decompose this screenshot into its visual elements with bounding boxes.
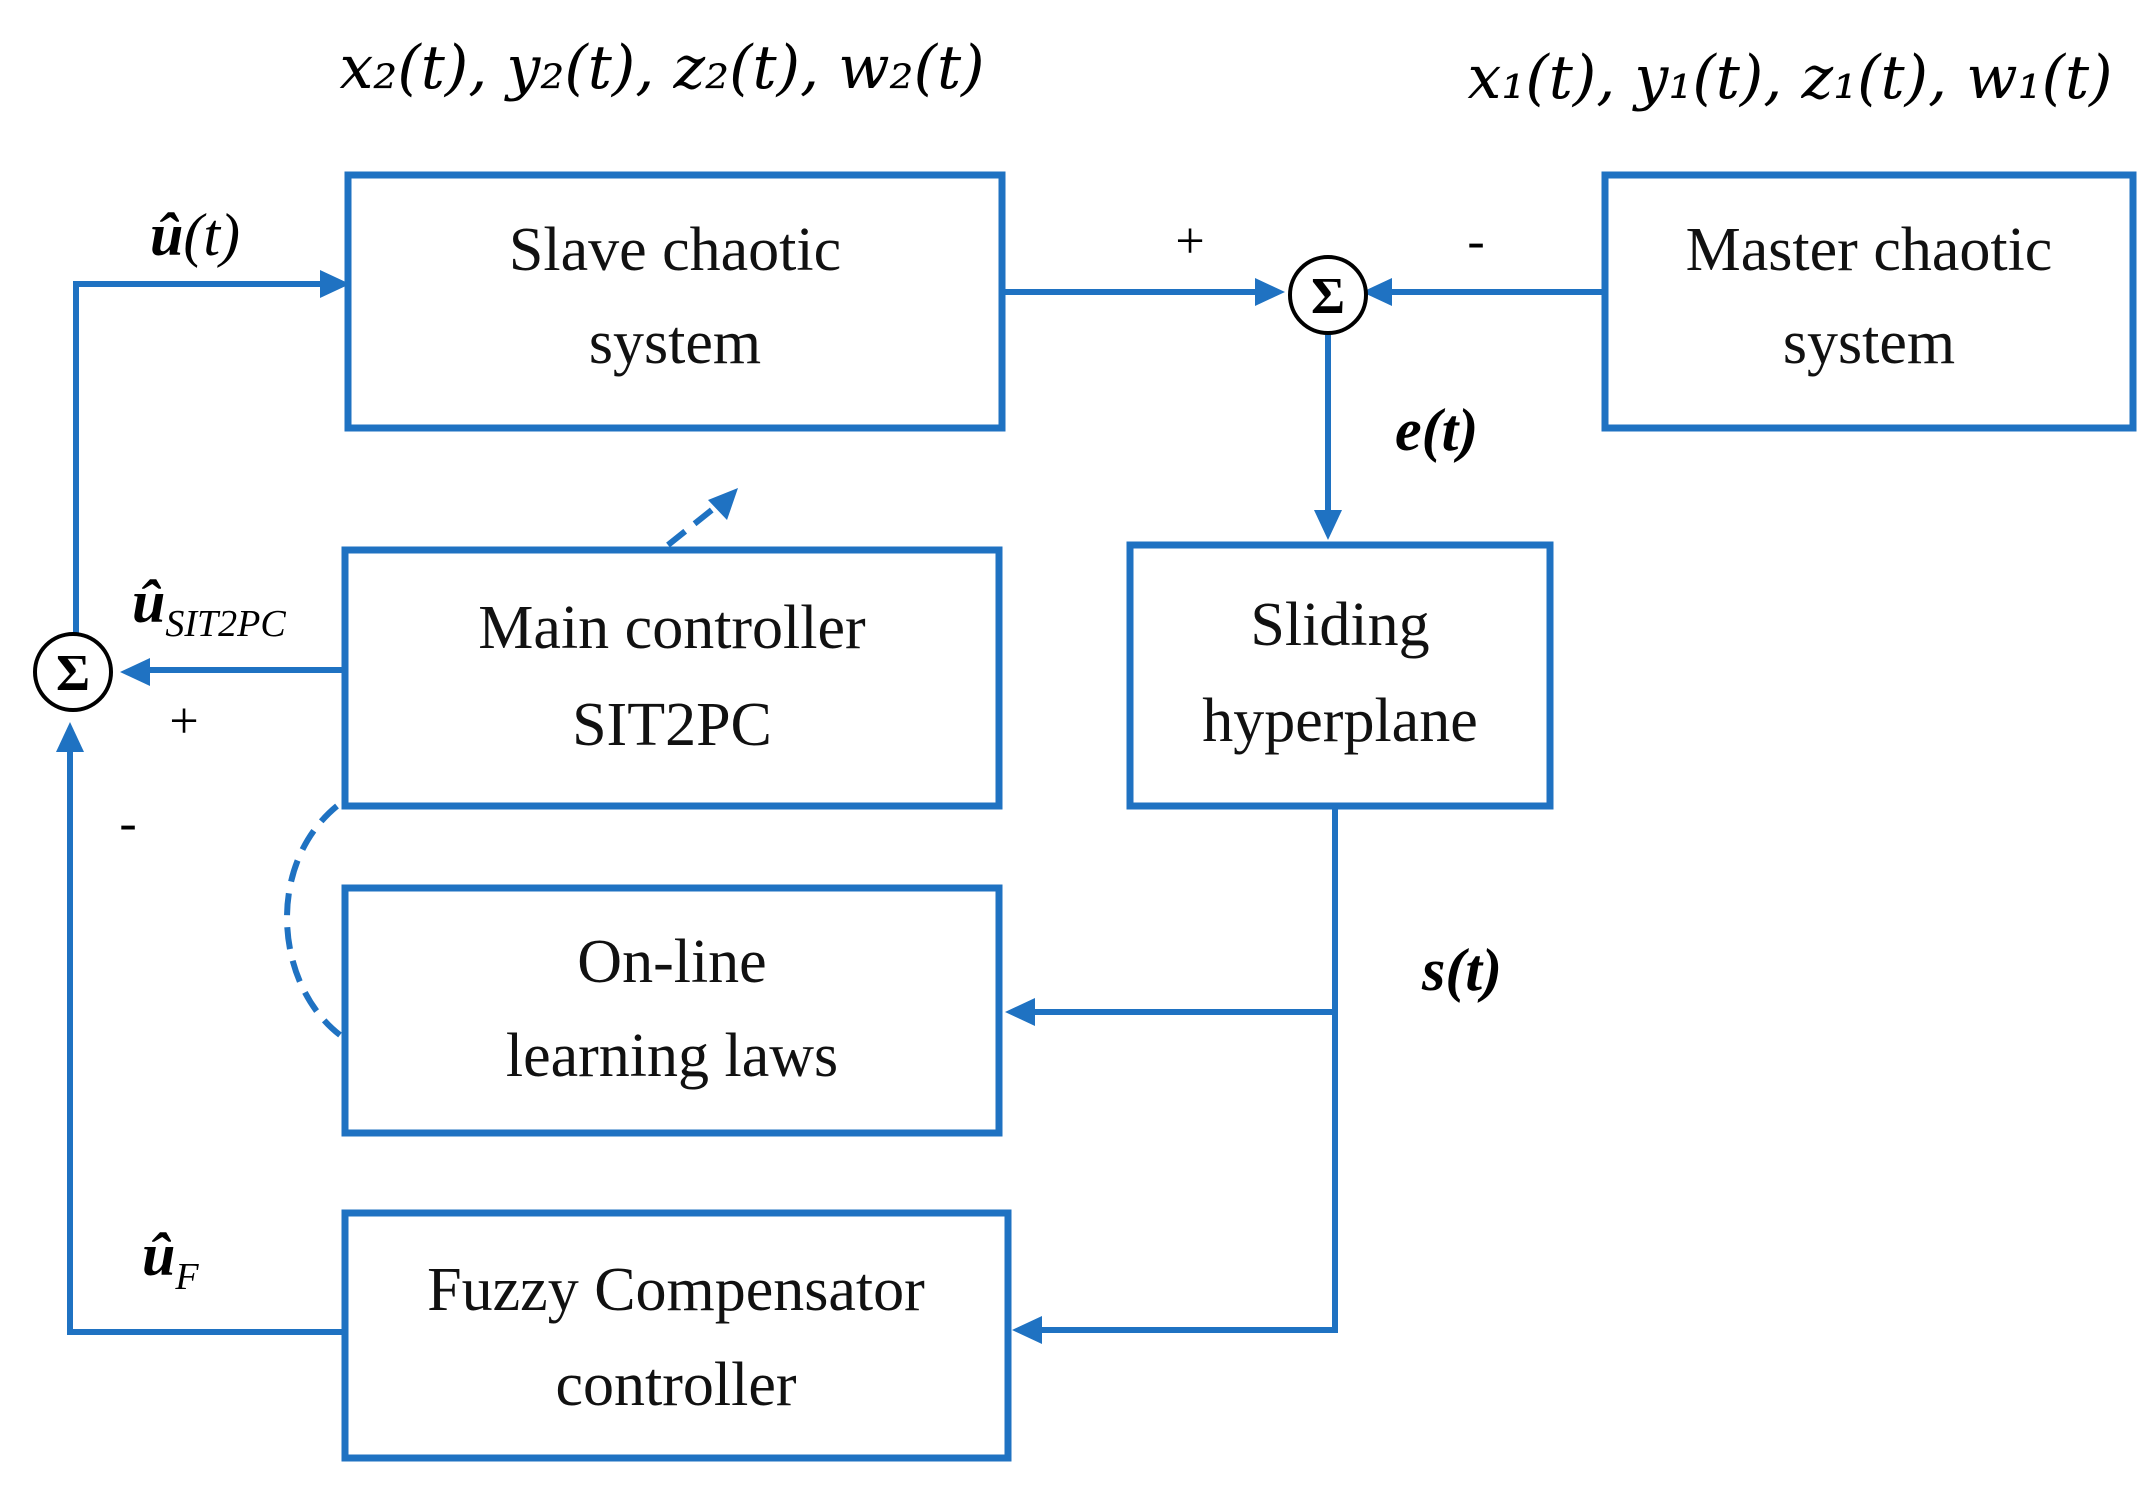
learning-feedback-curve	[284, 803, 342, 1038]
error-signal-label: e(t)	[1395, 397, 1478, 463]
sign-minus-compensator: -	[119, 795, 136, 852]
arrowhead	[1012, 1316, 1042, 1344]
main-controller-block: Main controller SIT2PC	[341, 546, 1003, 810]
control-signal-u-label: û(t)	[150, 202, 240, 268]
wire-compensator-to-control-sum	[67, 745, 345, 1335]
master-states-label: x₁(t), y₁(t), z₁(t), w₁(t)	[1467, 43, 2112, 113]
arrowhead	[1314, 510, 1342, 540]
fuzzy-compensator-block: Fuzzy Compensator controller	[341, 1209, 1012, 1462]
arrowhead	[1005, 998, 1035, 1026]
u-sub: F	[174, 1256, 199, 1298]
adaptation-arrow	[666, 502, 720, 548]
master-label-line2: system	[1783, 309, 1955, 377]
sliding-label-line1: Sliding	[1250, 591, 1429, 659]
sliding-hyperplane-block: Sliding hyperplane	[1126, 541, 1554, 810]
compensator-signal-label: ûF	[142, 1222, 199, 1298]
sum-symbol: Σ	[1311, 268, 1345, 325]
error-summing-junction: Σ	[1288, 255, 1368, 335]
main-controller-label-line2: SIT2PC	[572, 691, 772, 759]
u-hat: û	[132, 569, 165, 635]
learning-label-line1: On-line	[577, 928, 766, 996]
arrowhead	[708, 488, 738, 520]
main-controller-label-line1: Main controller	[478, 594, 866, 662]
u-hat: û	[150, 202, 183, 268]
compensator-label-line1: Fuzzy Compensator	[427, 1256, 925, 1324]
slave-label-line1: Slave chaotic	[509, 216, 841, 284]
sliding-signal-label: s(t)	[1421, 937, 1502, 1003]
u-hat: û	[142, 1222, 175, 1288]
u-arg: (t)	[183, 202, 240, 268]
sign-plus-slave: +	[1175, 213, 1204, 270]
slave-system-block: Slave chaotic system	[344, 171, 1006, 432]
master-label-line1: Master chaotic	[1686, 216, 2053, 284]
arrowhead	[1362, 278, 1392, 306]
sum-symbol: Σ	[56, 645, 90, 702]
control-summing-junction: Σ	[33, 632, 113, 712]
compensator-label-line2: controller	[555, 1351, 796, 1419]
arrowhead	[320, 270, 350, 298]
wire-sliding-output	[1030, 806, 1338, 1333]
wire-control-to-slave	[73, 281, 325, 634]
master-system-block: Master chaotic system	[1601, 171, 2137, 432]
u-sub: SIT2PC	[165, 603, 286, 645]
sign-plus-main: +	[169, 693, 198, 750]
learning-label-line2: learning laws	[506, 1022, 838, 1090]
learning-laws-block: On-line learning laws	[341, 884, 1003, 1137]
slave-label-line2: system	[589, 309, 761, 377]
sign-minus-master: -	[1467, 213, 1484, 270]
sliding-label-line2: hyperplane	[1202, 687, 1477, 755]
arrowhead	[120, 658, 150, 686]
sit2pc-signal-label: ûSIT2PC	[132, 569, 286, 645]
slave-states-label: x₂(t), y₂(t), z₂(t), w₂(t)	[339, 33, 984, 103]
arrowhead	[1255, 278, 1285, 306]
arrowhead	[56, 722, 84, 752]
